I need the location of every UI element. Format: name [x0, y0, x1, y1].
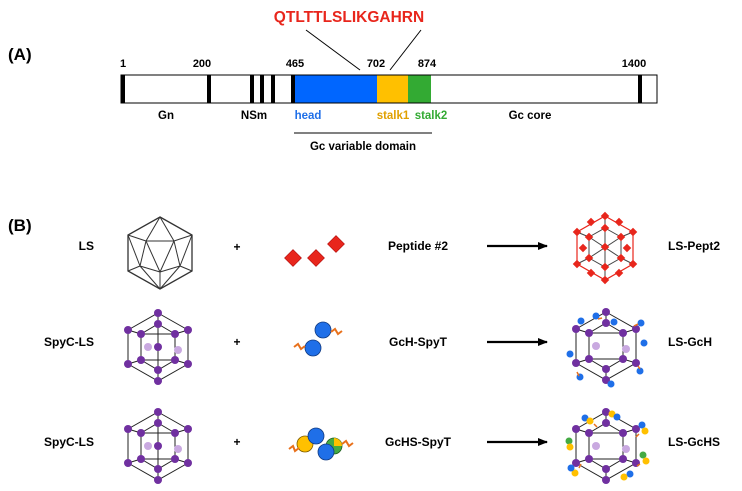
marker-200 [207, 75, 211, 103]
ls-icosahedron [127, 216, 193, 290]
spyc-ls-particle-1 [124, 309, 192, 385]
region-label-stalk2: stalk2 [415, 110, 448, 122]
plus-sign-2: + [233, 335, 240, 349]
row1-left-label: LS [79, 239, 94, 253]
plus-sign-3: + [233, 435, 240, 449]
peptide-pointer-right [389, 29, 422, 71]
row2-right-label: LS-GcH [668, 335, 712, 349]
peptide-pointer-left [305, 29, 361, 71]
region-label-head: head [295, 110, 322, 122]
row3-middle-label: GcHS-SpyT [385, 435, 452, 449]
ls-gch-particle [566, 308, 648, 388]
panel-b-label: (B) [8, 216, 32, 235]
marker-1 [121, 75, 125, 103]
stalk1-segment [377, 75, 408, 103]
marker-465 [291, 75, 295, 103]
stalk2-segment [408, 75, 431, 103]
ls-gchs-particle [565, 408, 650, 484]
position-label-1: 1 [120, 58, 126, 70]
region-label-gc-core: Gc core [509, 110, 552, 122]
region-label-stalk1: stalk1 [377, 110, 410, 122]
position-label-702: 702 [367, 58, 385, 70]
position-label-1400: 1400 [622, 58, 646, 70]
row-ls-gchs: SpyC-LS [44, 408, 720, 484]
position-label-874: 874 [418, 58, 437, 70]
head-segment [294, 75, 377, 103]
region-label-gn: Gn [158, 110, 174, 122]
row-ls-pept2: LS + Peptide # [79, 211, 720, 290]
plus-sign-1: + [233, 240, 240, 254]
row1-right-label: LS-Pept2 [668, 239, 720, 253]
region-label-nsm: NSm [241, 110, 267, 122]
panel-a-label: (A) [8, 45, 32, 64]
row3-left-label: SpyC-LS [44, 435, 94, 449]
gch-spyt-molecules [293, 321, 343, 357]
ls-pept2-particle [572, 211, 638, 285]
variable-domain-label: Gc variable domain [310, 141, 416, 153]
nsm-marker-1 [250, 75, 254, 103]
gchs-spyt-molecules [288, 427, 354, 461]
row2-left-label: SpyC-LS [44, 335, 94, 349]
row1-middle-label: Peptide #2 [388, 239, 448, 253]
peptide-diamonds [284, 235, 345, 267]
spyc-ls-particle-2 [124, 408, 192, 484]
nsm-marker-2 [260, 75, 264, 103]
row-ls-gch: SpyC-LS [44, 308, 712, 388]
row2-middle-label: GcH-SpyT [389, 335, 448, 349]
peptide-sequence: QTLTTLSLIKGAHRN [274, 9, 424, 26]
protein-bar [120, 74, 658, 104]
position-label-200: 200 [193, 58, 211, 70]
nsm-marker-3 [271, 75, 275, 103]
marker-1400 [638, 75, 642, 103]
row3-right-label: LS-GcHS [668, 435, 720, 449]
position-label-465: 465 [286, 58, 304, 70]
